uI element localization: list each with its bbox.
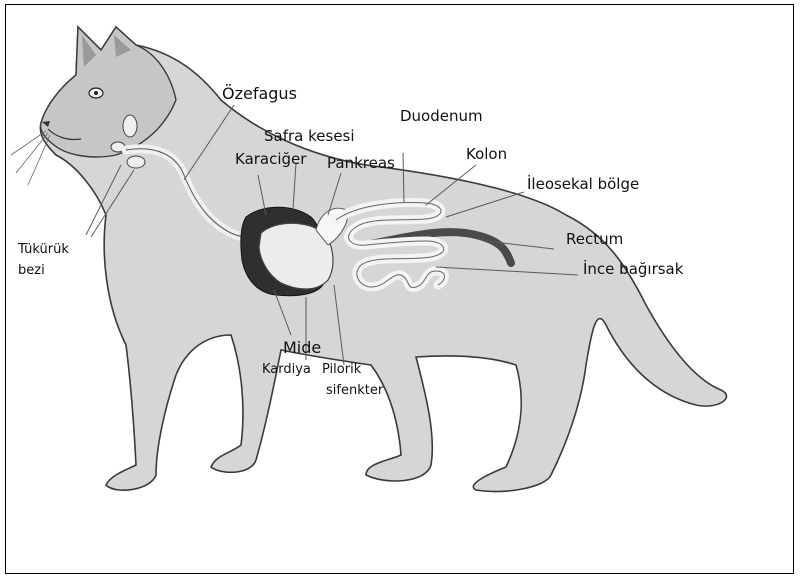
label-ozefagus: Özefagus (222, 85, 297, 102)
label-kolon: Kolon (466, 146, 507, 163)
cat-pupil (94, 91, 98, 95)
label-mide: Mide (283, 339, 321, 356)
diagram-frame: Özefagus Safra kesesi Karaciğer Pankreas… (5, 4, 794, 574)
label-pankreas: Pankreas (327, 155, 395, 172)
label-bezi: bezi (18, 262, 45, 279)
salivary-gland (127, 156, 145, 168)
label-kardiya: Kardiya (262, 361, 311, 378)
label-ileosekal: İleosekal bölge (527, 176, 639, 193)
label-pilorik: Pilorik (322, 361, 361, 378)
label-sifenkter: sifenkter (326, 382, 383, 399)
salivary-gland (123, 115, 137, 137)
label-ince-bagirsak: İnce bağırsak (583, 261, 683, 278)
cat-anatomy-illustration (6, 5, 792, 572)
label-tukuruk: Tükürük (18, 241, 69, 258)
label-karaciger: Karaciğer (235, 151, 306, 168)
label-safra-kesesi: Safra kesesi (264, 128, 355, 145)
label-rectum: Rectum (566, 231, 623, 248)
label-duodenum: Duodenum (400, 108, 483, 125)
